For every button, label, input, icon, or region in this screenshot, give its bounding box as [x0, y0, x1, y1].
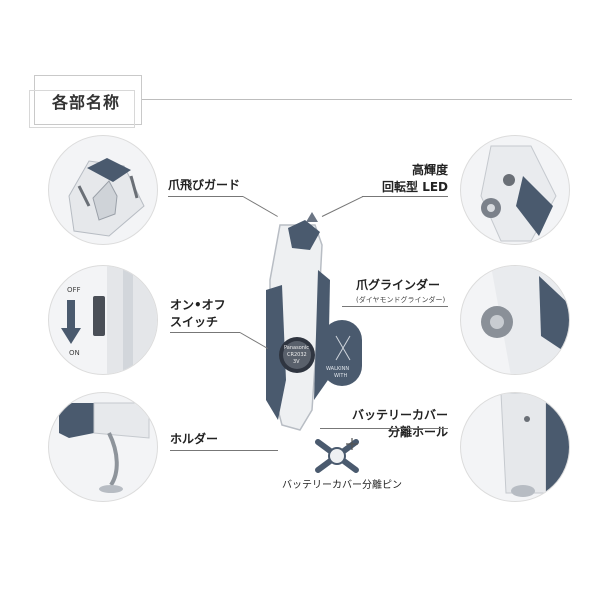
leader-line-grinder: [342, 306, 448, 307]
label-switch-line2: スイッチ: [170, 315, 219, 329]
battery-model: CR2032: [287, 352, 307, 358]
detail-circle-led: [460, 135, 570, 245]
detail-circle-switch: OFF ON: [48, 265, 158, 375]
battery-voltage: 3V: [293, 359, 300, 365]
leader-line-nail-guard: [168, 196, 243, 197]
detail-circle-holder: [48, 392, 158, 502]
label-battery-hole-line1: バッテリーカバー: [351, 408, 448, 422]
label-holder: ホルダー: [170, 432, 219, 446]
cover-brand: WALKINN: [326, 366, 350, 372]
section-title: 各部名称: [52, 93, 121, 112]
label-nail-guard: 爪飛びガード: [168, 178, 241, 192]
switch-on-label: ON: [69, 349, 80, 357]
detail-circle-battery-hole: [460, 392, 570, 502]
leader-line-battery-hole: [320, 428, 448, 429]
leader-line-led: [362, 196, 448, 197]
switch-off-label: OFF: [67, 286, 81, 294]
label-switch-line1: オン•オフ: [170, 298, 226, 312]
section-title-frame: [29, 75, 142, 128]
label-led-line2: 回転型 LED: [382, 180, 448, 194]
label-grinder-sub: (ダイヤモンドグラインダー): [356, 296, 446, 304]
battery-brand: Panasonic: [284, 345, 310, 351]
title-divider: [142, 99, 572, 100]
detail-circle-nail-guard: [48, 135, 158, 245]
label-grinder: 爪グラインダー: [356, 278, 441, 292]
cover-sub: WITH: [334, 373, 348, 379]
label-led-line1: 高輝度: [411, 163, 448, 177]
leader-line-switch: [170, 332, 240, 333]
leader-line-holder: [170, 450, 278, 451]
label-separation-pin: バッテリーカバー分離ピン: [282, 480, 402, 491]
detail-circle-grinder: [460, 265, 570, 375]
